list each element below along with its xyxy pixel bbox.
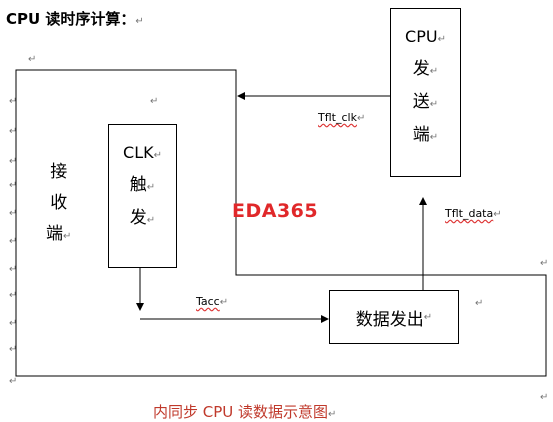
paragraph-mark: ↵ bbox=[540, 392, 549, 403]
paragraph-mark: ↵ bbox=[28, 54, 37, 65]
cpu-sender-box: CPU↵ 发↵ 送↵ 端↵ bbox=[390, 8, 461, 177]
paragraph-mark: ↵ bbox=[9, 344, 18, 355]
paragraph-mark: ↵ bbox=[9, 264, 18, 275]
data-out-box: 数据发出↵ bbox=[329, 290, 459, 344]
paragraph-mark: ↵ bbox=[9, 156, 18, 167]
clk-trigger-box: CLK↵ 触↵ 发↵ bbox=[108, 124, 177, 268]
sender-char: 发↵ bbox=[412, 59, 439, 79]
tflt-data-label: Tflt_data↵ bbox=[445, 207, 502, 220]
sender-char: 端↵ bbox=[412, 125, 439, 145]
sender-char: CPU↵ bbox=[405, 27, 446, 46]
paragraph-mark: ↵ bbox=[540, 258, 549, 269]
data-out-label: 数据发出 bbox=[355, 309, 424, 330]
paragraph-mark: ↵ bbox=[475, 298, 484, 309]
heading-text: CPU 读时序计算： bbox=[6, 10, 136, 28]
paragraph-mark: ↵ bbox=[150, 96, 159, 107]
sender-char: 送↵ bbox=[412, 92, 439, 112]
clk-char: 发↵ bbox=[129, 208, 156, 228]
paragraph-mark: ↵ bbox=[9, 96, 18, 107]
paragraph-mark: ↵ bbox=[423, 311, 433, 323]
receiver-char: 收 bbox=[50, 193, 68, 213]
diagram-caption: 内同步 CPU 读数据示意图↵ bbox=[153, 403, 337, 421]
paragraph-mark: ↵ bbox=[9, 290, 18, 301]
paragraph-mark: ↵ bbox=[9, 208, 18, 219]
eda365-watermark: EDA365 bbox=[232, 200, 319, 222]
tacc-label: Tacc↵ bbox=[196, 295, 229, 308]
sender-label: CPU↵ 发↵ 送↵ 端↵ bbox=[391, 29, 460, 144]
paragraph-mark: ↵ bbox=[9, 318, 18, 329]
receiver-label: 接 收 端↵ bbox=[46, 164, 71, 243]
tflt-clk-label: Tflt_clk↵ bbox=[318, 111, 366, 124]
diagram-heading: CPU 读时序计算：↵ bbox=[6, 8, 144, 29]
receiver-outline bbox=[15, 69, 547, 377]
paragraph-mark: ↵ bbox=[9, 376, 18, 387]
receiver-char: 接 bbox=[50, 162, 68, 182]
clk-char: 触↵ bbox=[129, 175, 156, 195]
paragraph-mark: ↵ bbox=[9, 180, 18, 191]
paragraph-mark: ↵ bbox=[135, 16, 144, 27]
receiver-char: 端↵ bbox=[46, 224, 72, 244]
paragraph-mark: ↵ bbox=[9, 236, 18, 247]
clk-label: CLK↵ 触↵ 发↵ bbox=[109, 145, 176, 227]
clk-char: CLK↵ bbox=[123, 143, 162, 162]
paragraph-mark: ↵ bbox=[9, 126, 18, 137]
